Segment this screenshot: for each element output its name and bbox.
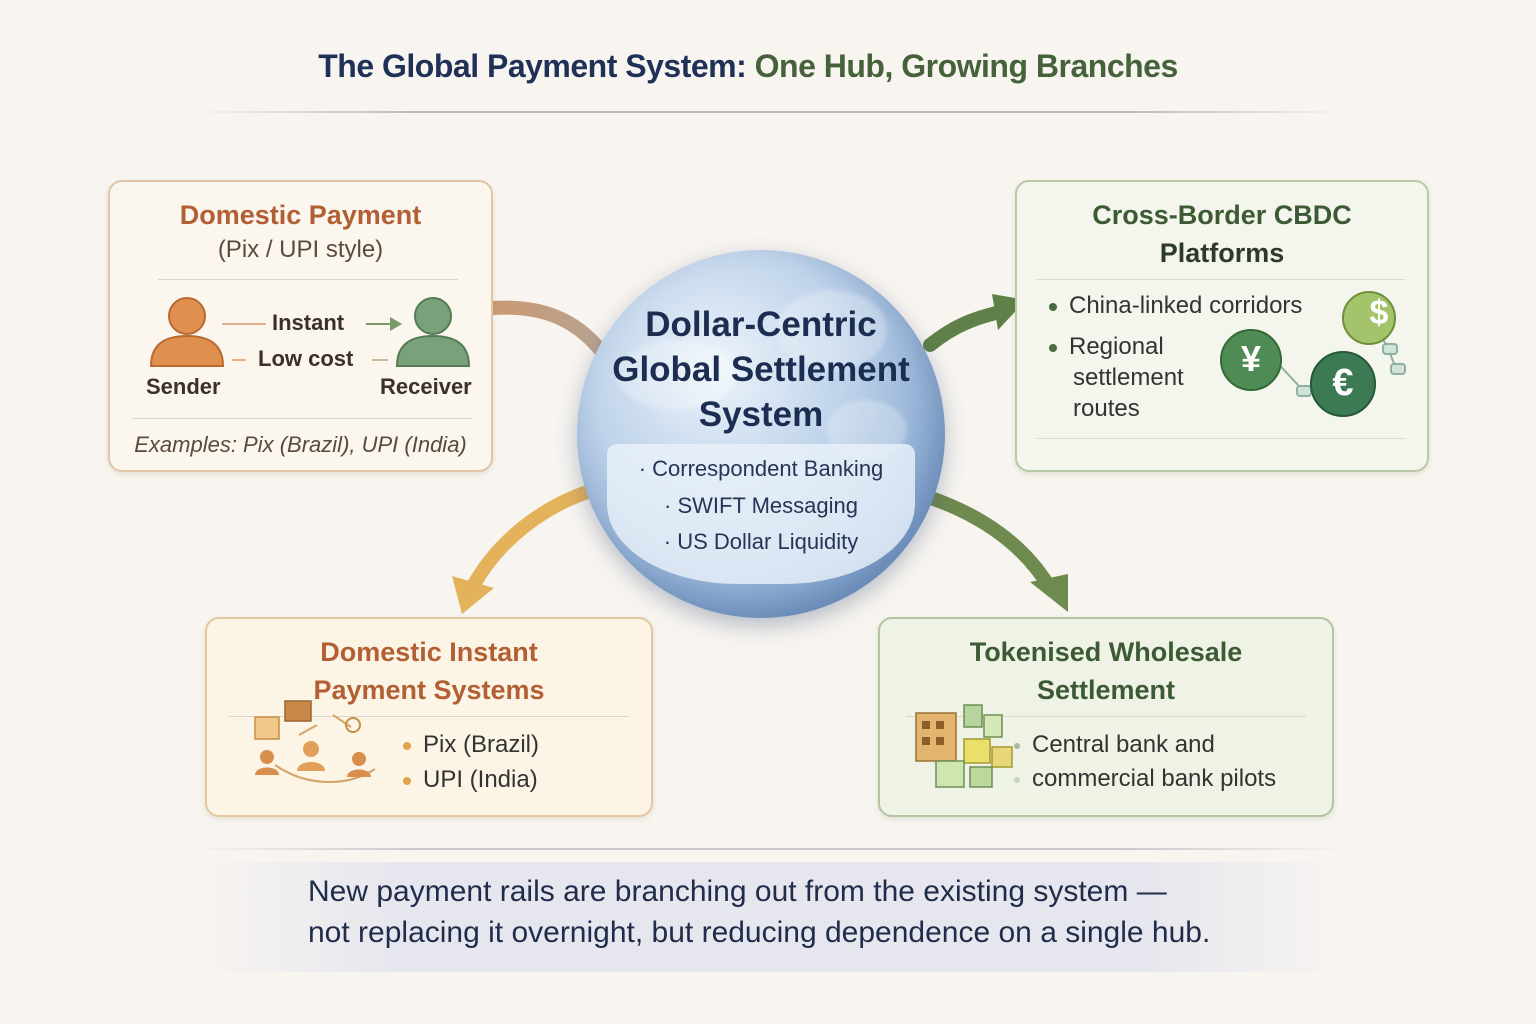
bullet-dot bbox=[1049, 343, 1057, 352]
sender-icon bbox=[149, 297, 225, 367]
card-divider bbox=[1037, 438, 1405, 439]
globe-landmass bbox=[777, 290, 887, 370]
title-part-1: The Global Payment System: bbox=[318, 48, 747, 84]
tokenised-title-line-2: Settlement bbox=[1036, 675, 1176, 705]
cbdc-bullet-continuation: settlement bbox=[1073, 364, 1184, 391]
receiver-icon bbox=[395, 297, 471, 367]
footer-band bbox=[190, 862, 1350, 972]
tokenised-bullet-text: Central bank and bbox=[1032, 731, 1215, 758]
hub-title-line-2: Global Settlement bbox=[612, 350, 910, 389]
dips-bullet-text: Pix (Brazil) bbox=[423, 731, 540, 758]
cbdc-bullet-1: China-linked corridors bbox=[1049, 290, 1302, 321]
euro-coin-icon bbox=[1310, 351, 1376, 417]
card-divider bbox=[132, 418, 472, 419]
receiver-label: Receiver bbox=[380, 374, 472, 399]
hub-title-line-3: System bbox=[698, 395, 824, 434]
yen-coin-icon bbox=[1220, 329, 1282, 391]
sender-label: Sender bbox=[146, 374, 221, 399]
dips-bullet-text: UPI (India) bbox=[423, 766, 538, 793]
cbdc-bullet-text: Regional bbox=[1069, 333, 1164, 360]
arrow-head-dips bbox=[452, 576, 494, 614]
hub-item: · Correspondent Banking bbox=[638, 456, 884, 481]
domestic-payment-card: Domestic Payment (Pix / UPI style) Sende… bbox=[108, 180, 493, 472]
arrow-to-dips bbox=[465, 481, 607, 595]
title-part-2: One Hub, Growing Branches bbox=[754, 48, 1179, 84]
cbdc-bullet-text: China-linked corridors bbox=[1069, 292, 1303, 319]
dips-bullet-1: Pix (Brazil) bbox=[403, 729, 539, 760]
footer-line-1: New payment rails are branching out from… bbox=[308, 875, 1167, 908]
card-divider bbox=[1037, 279, 1405, 280]
cbdc-card: Cross-Border CBDC Platforms China-linked… bbox=[1015, 180, 1429, 472]
footer-line-2: not replacing it overnight, but reducing… bbox=[308, 916, 1211, 949]
flow-arrows bbox=[222, 317, 402, 361]
bullet-dot bbox=[403, 741, 411, 750]
network-people-icon bbox=[254, 700, 376, 784]
hub-title: Dollar-Centric Global Settlement System bbox=[577, 302, 945, 437]
dips-title: Domestic Instant Payment Systems bbox=[207, 633, 651, 709]
tokenised-title: Tokenised Wholesale Settlement bbox=[880, 633, 1332, 709]
dollar-coin-icon bbox=[1342, 291, 1396, 345]
tokenised-bullet-2: commercial bank pilots bbox=[1014, 763, 1276, 794]
hub-globe: Dollar-Centric Global Settlement System … bbox=[577, 250, 945, 618]
euro-symbol: € bbox=[1332, 362, 1354, 404]
arrow-to-cbdc bbox=[923, 305, 1007, 352]
cbdc-title-line-1: Cross-Border CBDC bbox=[1092, 200, 1352, 230]
dips-title-line-2: Payment Systems bbox=[313, 675, 545, 705]
arrow-to-tokenised bbox=[915, 488, 1055, 592]
title-divider bbox=[190, 111, 1350, 113]
domestic-payment-examples: Examples: Pix (Brazil), UPI (India) bbox=[134, 432, 467, 457]
bullet-dot bbox=[403, 776, 411, 785]
tokenised-bullet-text: commercial bank pilots bbox=[1032, 765, 1277, 792]
yen-symbol: ¥ bbox=[1240, 338, 1262, 379]
domestic-payment-title: Domestic Payment bbox=[179, 200, 422, 230]
tokenised-title-line-1: Tokenised Wholesale bbox=[969, 637, 1243, 667]
low-cost-label: Low cost bbox=[258, 346, 354, 371]
currency-network-illustration bbox=[1220, 291, 1406, 417]
hub-info-panel bbox=[607, 444, 915, 584]
cbdc-title: Cross-Border CBDC Platforms bbox=[1017, 196, 1427, 272]
arrow-to-domestic-payment bbox=[485, 300, 609, 359]
cbdc-bullet-2: Regional bbox=[1049, 331, 1164, 362]
globe-landmass bbox=[617, 340, 737, 410]
dips-bullet-2: UPI (India) bbox=[403, 764, 538, 795]
bank-tokens-icon bbox=[915, 704, 1013, 788]
hub-item: · US Dollar Liquidity bbox=[663, 529, 859, 554]
page-title: The Global Payment System: One Hub, Grow… bbox=[0, 48, 1496, 85]
hub-title-line-1: Dollar-Centric bbox=[645, 305, 877, 344]
tokenised-bullet-1: Central bank and bbox=[1014, 729, 1215, 760]
arrow-head-tokenised bbox=[1030, 574, 1068, 612]
card-divider bbox=[158, 279, 458, 280]
card-divider bbox=[229, 716, 629, 717]
dollar-symbol: $ bbox=[1369, 294, 1389, 332]
domestic-payment-subtitle: (Pix / UPI style) bbox=[217, 236, 384, 263]
bullet-dot bbox=[1049, 302, 1057, 311]
instant-label: Instant bbox=[272, 310, 345, 335]
dips-card: Domestic Instant Payment Systems Pix (Br… bbox=[205, 617, 653, 817]
cbdc-bullet-continuation: routes bbox=[1073, 395, 1140, 422]
tokenised-card: Tokenised Wholesale Settlement Central b… bbox=[878, 617, 1334, 817]
bullet-dot bbox=[1014, 776, 1020, 783]
cbdc-title-line-2: Platforms bbox=[1159, 238, 1285, 268]
bullet-dot bbox=[1014, 742, 1020, 749]
dips-title-line-1: Domestic Instant bbox=[320, 637, 538, 667]
hub-item: · SWIFT Messaging bbox=[664, 493, 858, 518]
card-divider bbox=[906, 716, 1306, 717]
footer-divider bbox=[190, 848, 1350, 850]
